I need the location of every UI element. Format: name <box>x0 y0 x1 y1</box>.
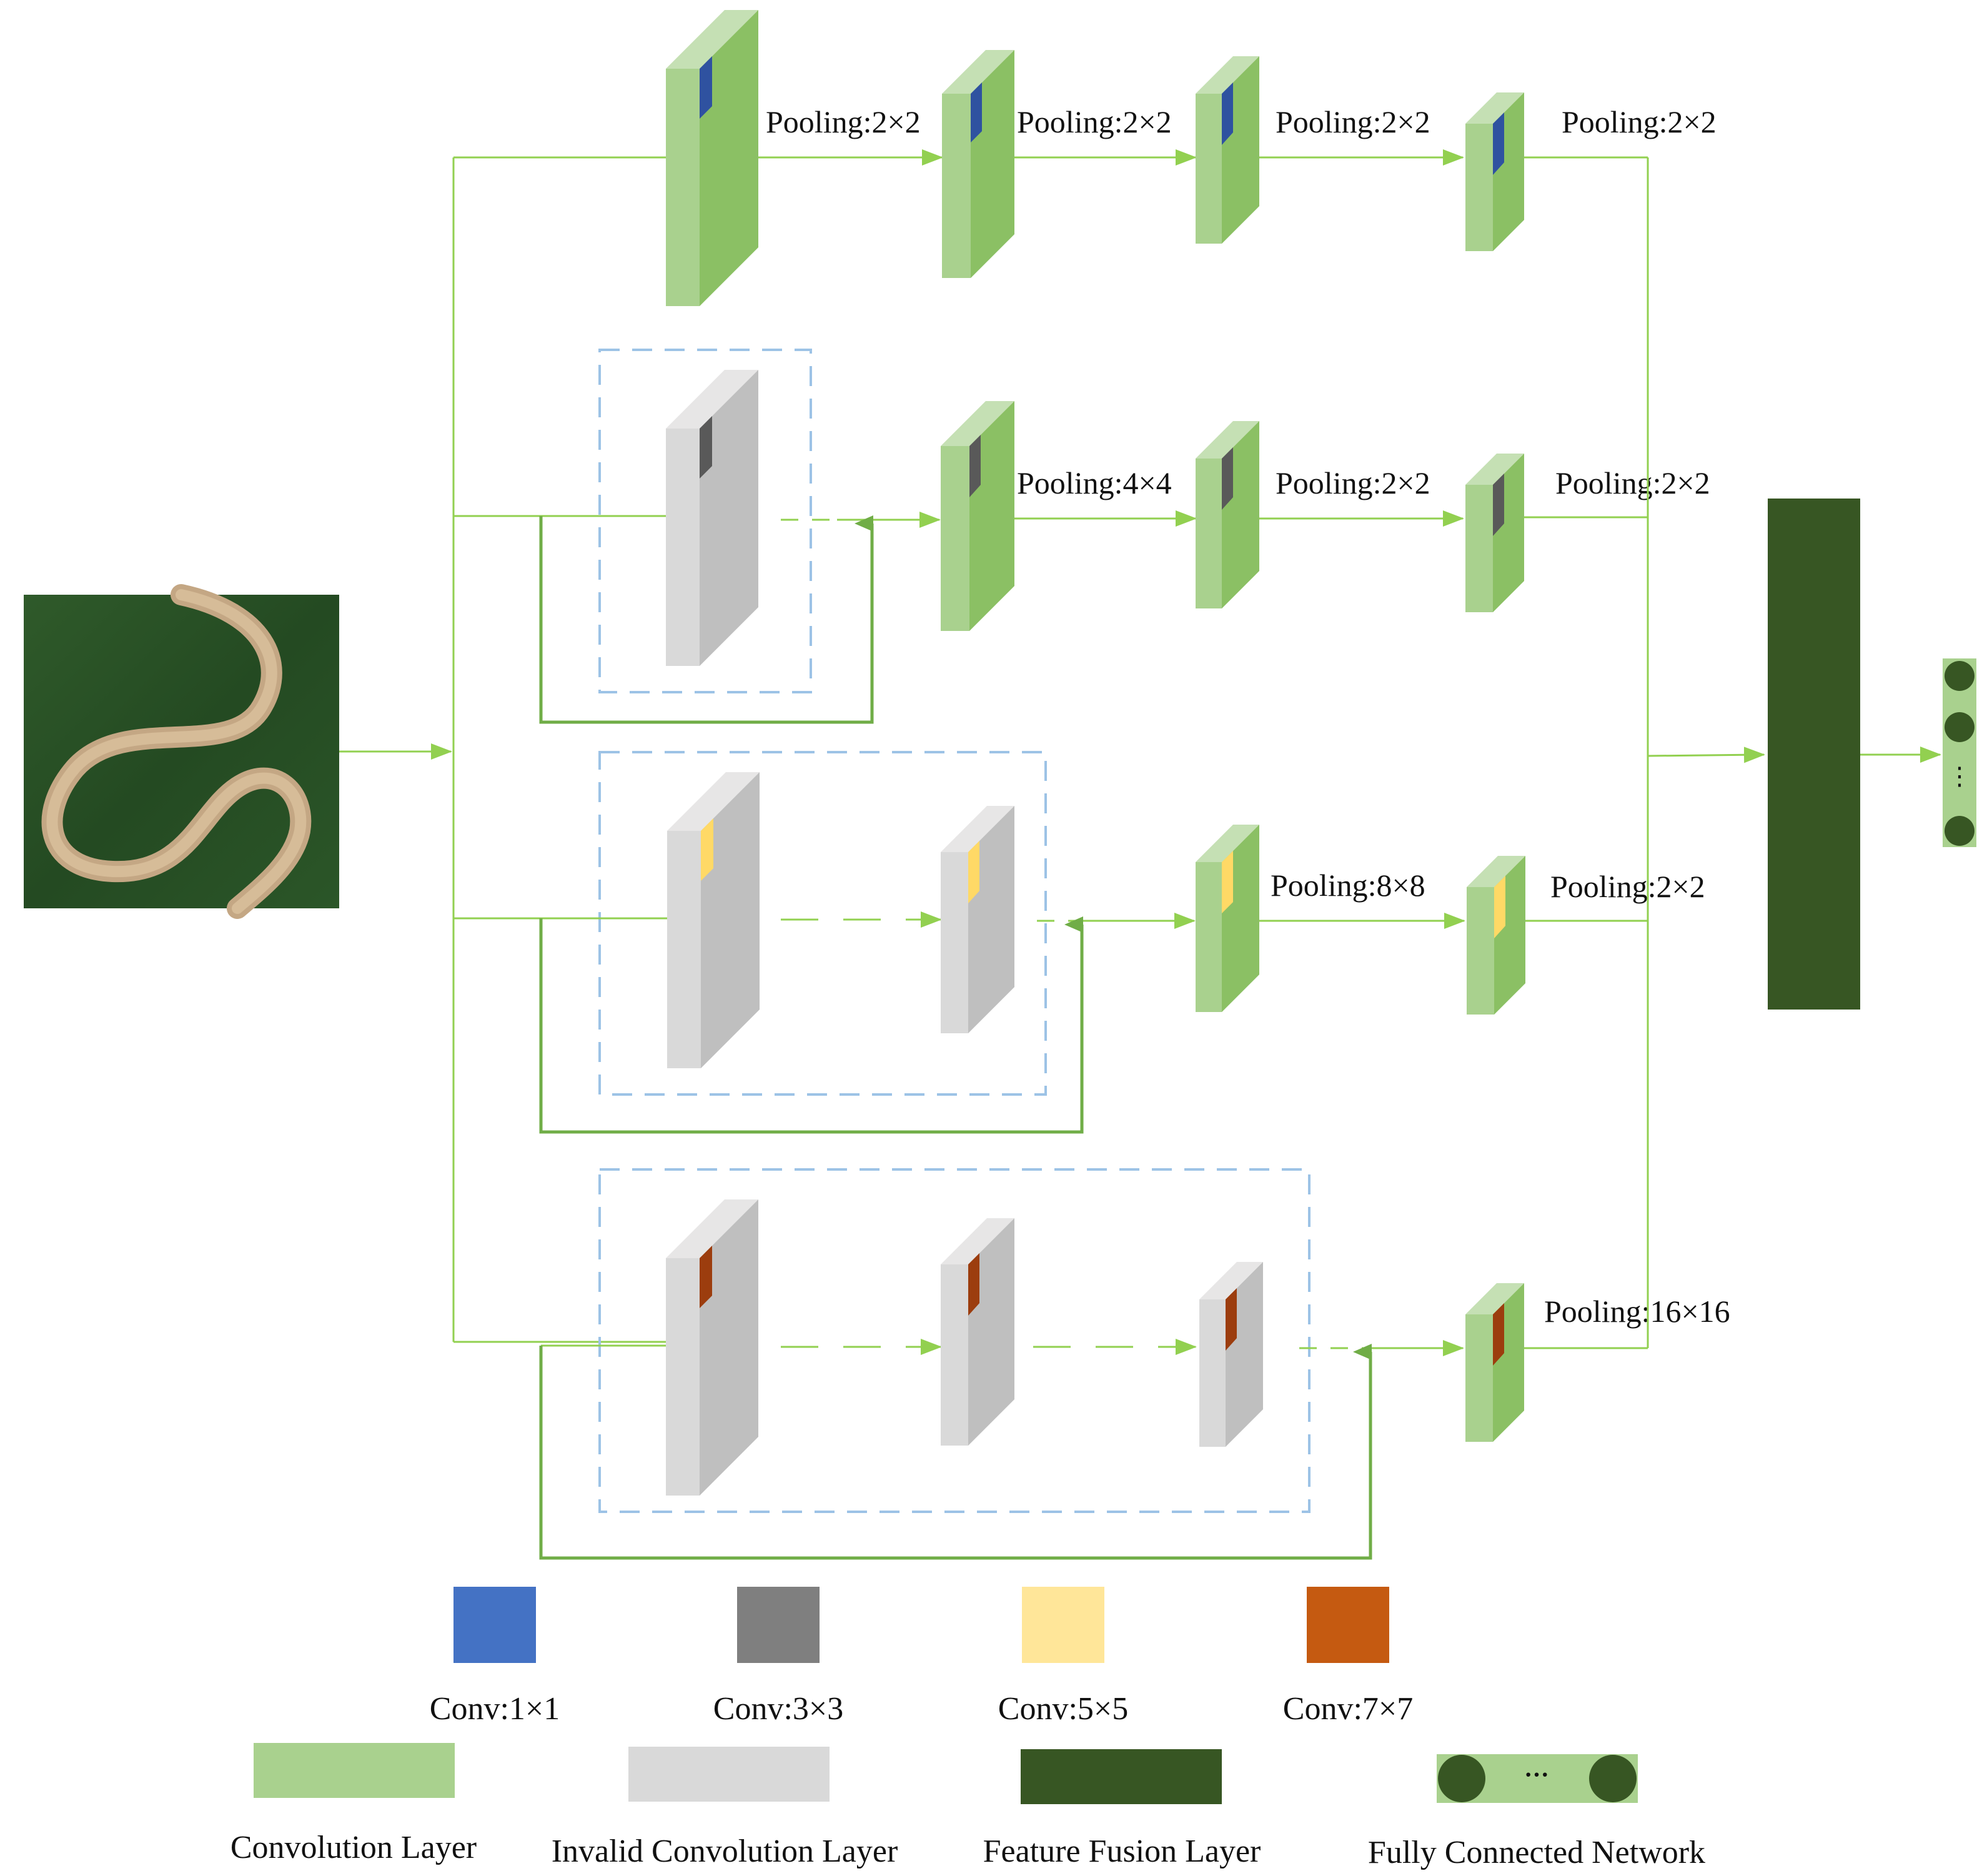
neuron-icon <box>1589 1755 1637 1802</box>
branch-conv7x7: Pooling:16×16 <box>539 1168 1730 1560</box>
neuron-icon <box>1945 816 1975 846</box>
legend-label: Conv:3×3 <box>713 1691 843 1727</box>
legend-label: Conv:7×7 <box>1283 1691 1413 1727</box>
input-image <box>24 584 339 919</box>
legend-label: Conv:1×1 <box>430 1691 560 1727</box>
pooling-label: Pooling:2×2 <box>1017 104 1172 139</box>
kernel-7x7-icon <box>700 1246 712 1308</box>
skip-connection <box>539 916 1084 1134</box>
fusion-stage: ⋮ <box>1647 157 1976 1348</box>
conv-layer-block <box>666 10 758 306</box>
conv-layer-block <box>941 401 1014 631</box>
fc-ellipsis: ⋮ <box>1947 762 1972 790</box>
kernel-5x5-icon <box>701 818 713 881</box>
invalid-conv-block <box>666 1199 758 1496</box>
input-connectors <box>339 156 666 1343</box>
pooling-label: Pooling:2×2 <box>1276 104 1430 139</box>
legend-swatch-conv1x1 <box>453 1587 536 1663</box>
conv-layer-block <box>1467 856 1525 1015</box>
invalid-conv-block <box>941 1218 1014 1446</box>
kernel-1x1-icon <box>700 56 712 119</box>
conv-layer-block <box>942 50 1014 278</box>
fully-connected-output: ⋮ <box>1943 658 1976 847</box>
fc-symbol: ··· <box>1524 1760 1549 1789</box>
legend-swatch-conv5x5 <box>1022 1587 1104 1663</box>
conv-layer-block <box>1196 56 1259 244</box>
skip-connection <box>539 515 874 724</box>
kernel-3x3-icon <box>969 435 981 497</box>
invalid-conv-block <box>666 370 758 666</box>
pooling-label: Pooling:8×8 <box>1271 868 1425 903</box>
kernel-5x5-icon <box>1222 851 1233 913</box>
kernel-7x7-icon <box>968 1253 979 1316</box>
pooling-label: Pooling:2×2 <box>1562 104 1717 139</box>
invalid-conv-group <box>598 349 812 693</box>
kernel-1x1-icon <box>1493 112 1504 175</box>
branch-conv1x1: Pooling:2×2 Pooling:2×2 Pooling:2×2 Pool… <box>666 10 1717 306</box>
branch-conv3x3: Pooling:4×4 Pooling:2×2 Pooling:2×2 <box>539 349 1710 724</box>
pooling-label: Pooling:2×2 <box>1550 869 1705 904</box>
invalid-conv-block <box>941 806 1014 1033</box>
kernel-3x3-icon <box>1222 447 1233 510</box>
legend-swatch-feature-fusion-layer <box>1021 1749 1222 1804</box>
invalid-conv-block <box>667 772 760 1068</box>
kernel-5x5-icon <box>1494 876 1505 938</box>
feature-fusion-layer <box>1768 499 1860 1010</box>
legend-swatch-fully-connected-network: ··· <box>1437 1754 1638 1803</box>
branch-conv5x5: Pooling:8×8 Pooling:2×2 <box>539 751 1705 1134</box>
legend-label: Feature Fusion Layer <box>983 1834 1261 1869</box>
legend-label: Fully Connected Network <box>1368 1835 1705 1870</box>
pooling-label: Pooling:2×2 <box>1555 465 1710 500</box>
kernel-3x3-icon <box>1493 474 1504 536</box>
invalid-conv-group <box>598 751 1047 1096</box>
conv-layer-block <box>1196 825 1259 1012</box>
conv-layer-block <box>1465 92 1524 251</box>
legend-label: Conv:5×5 <box>998 1691 1128 1727</box>
legend-swatch-convolution-layer <box>254 1743 455 1798</box>
legend-swatch-invalid-convolution-layer <box>628 1747 830 1802</box>
kernel-1x1-icon <box>1222 82 1233 145</box>
neuron-icon <box>1945 712 1975 742</box>
pooling-label: Pooling:4×4 <box>1017 465 1172 500</box>
kernel-5x5-icon <box>968 841 979 903</box>
kernel-7x7-icon <box>1493 1303 1504 1366</box>
legend-kernels: Conv:1×1 Conv:3×3 Conv:5×5 Conv:7×7 <box>430 1587 1413 1727</box>
skip-connection <box>539 1344 1372 1560</box>
legend-swatch-conv7x7 <box>1307 1587 1389 1663</box>
legend-layers: Convolution Layer Invalid Convolution La… <box>230 1743 1705 1870</box>
legend-swatch-conv3x3 <box>737 1587 820 1663</box>
legend-label: Convolution Layer <box>230 1830 477 1865</box>
conv-layer-block <box>1465 1283 1524 1442</box>
pooling-label: Pooling:2×2 <box>1276 465 1430 500</box>
conv-layer-block <box>1196 421 1259 608</box>
pooling-label: Pooling:16×16 <box>1544 1294 1730 1329</box>
conv-layer-block <box>1465 454 1524 612</box>
legend-label: Invalid Convolution Layer <box>552 1834 898 1869</box>
invalid-conv-block <box>1199 1262 1263 1447</box>
kernel-3x3-icon <box>700 416 712 479</box>
kernel-1x1-icon <box>971 82 982 142</box>
pooling-label: Pooling:2×2 <box>766 104 921 139</box>
invalid-conv-group <box>598 1168 1311 1513</box>
neuron-icon <box>1438 1755 1485 1802</box>
kernel-7x7-icon <box>1226 1288 1237 1351</box>
neuron-icon <box>1945 661 1975 691</box>
